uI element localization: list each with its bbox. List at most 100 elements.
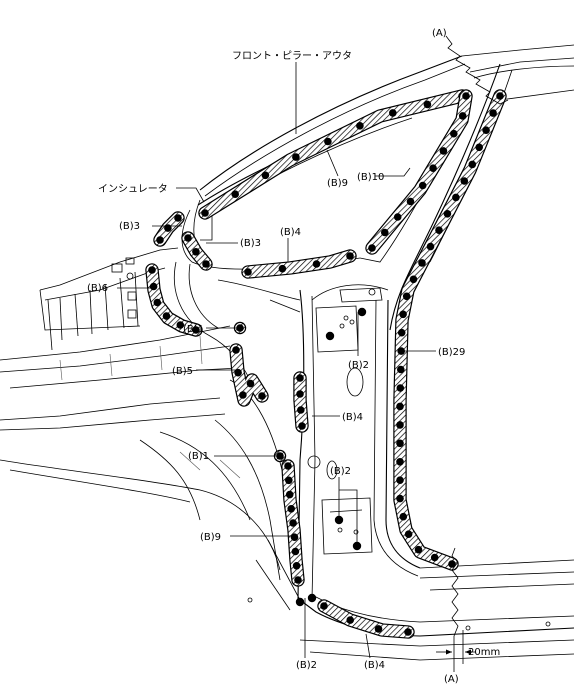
spot-weld (423, 100, 432, 109)
spot-weld (468, 160, 477, 169)
label-b9-lower: (B)9 (200, 532, 221, 543)
weld-bead-group (229, 343, 269, 407)
spot-weld (489, 109, 497, 117)
weld-bead-group (317, 599, 415, 639)
spot-weld (450, 129, 458, 138)
spot-weld (397, 328, 406, 337)
weld-bead-group (293, 371, 309, 433)
spot-weld (291, 547, 300, 556)
spot-weld (452, 193, 460, 202)
weld-bead-group (241, 249, 357, 279)
spot-weld (192, 326, 200, 334)
spot-weld (153, 298, 162, 307)
spot-weld (482, 126, 490, 134)
spot-weld (414, 545, 423, 554)
spot-weld (396, 494, 404, 503)
spot-weld (231, 190, 239, 198)
spot-weld (320, 602, 328, 610)
spot-weld (393, 213, 402, 221)
spot-weld (429, 164, 437, 172)
spot-weld (285, 490, 294, 499)
spot-weld (475, 143, 484, 152)
spot-weld (278, 264, 287, 273)
spot-weld (246, 379, 255, 388)
spot-weld (397, 365, 405, 374)
spot-weld (176, 321, 185, 329)
spot-weld (368, 244, 376, 252)
label-b1-lower: (B)1 (188, 451, 209, 462)
label-b10: (B)10 (357, 172, 384, 183)
spot-weld (374, 625, 383, 633)
spot-weld (156, 236, 164, 244)
weld-bead-group (145, 263, 203, 337)
weld-bead-group (325, 307, 367, 341)
label-section-a-bottom: (A) (444, 674, 459, 685)
weld-bead-group (393, 89, 507, 571)
spot-weld (458, 112, 467, 120)
spot-weld (399, 512, 408, 521)
spot-weld (296, 374, 304, 382)
weld-bead-hatch (318, 600, 414, 638)
weld-beads (145, 89, 507, 639)
spot-weld (404, 628, 412, 636)
weld-bead-group (365, 89, 473, 255)
label-b4-upper: (B)4 (280, 227, 301, 238)
spot-weld (232, 346, 240, 354)
spot-weld (418, 181, 427, 190)
spot-weld (406, 197, 415, 206)
spot-weld (307, 593, 317, 603)
label-insulator: インシュレータ (98, 183, 168, 195)
label-b2-middle: (B)2 (330, 466, 351, 477)
spot-weld (460, 177, 469, 185)
label-b4-middle: (B)4 (342, 412, 363, 423)
weld-bead-hatch (242, 250, 356, 278)
spot-weld (284, 462, 292, 470)
spot-weld (149, 282, 158, 291)
spot-weld (396, 476, 404, 485)
spot-weld (239, 391, 247, 399)
weld-bead-group (198, 89, 469, 220)
spot-weld (258, 392, 266, 400)
spot-weld (201, 209, 209, 217)
spot-weld (325, 331, 335, 341)
spot-weld (290, 533, 299, 541)
spot-weld (289, 519, 297, 527)
spot-weld (389, 109, 397, 117)
label-outer-panel: フロント・ピラー・アウタ (232, 50, 352, 62)
spot-weld (462, 92, 470, 100)
label-b9-upper: (B)9 (327, 178, 348, 189)
spot-weld (381, 228, 389, 237)
label-section-a-top: (A) (432, 28, 447, 39)
weld-bead-hatch (394, 90, 506, 570)
label-b3-inner: (B)3 (240, 238, 261, 249)
label-b3-left: (B)3 (119, 221, 140, 232)
spot-weld (184, 234, 192, 242)
label-b4-bottom: (B)4 (364, 660, 385, 671)
spot-weld (285, 476, 293, 485)
spot-weld (356, 122, 364, 130)
spot-weld (192, 248, 200, 256)
spot-weld (435, 226, 443, 234)
spot-weld (439, 147, 448, 155)
spot-weld (357, 307, 367, 317)
spot-weld (292, 562, 301, 570)
spot-weld (399, 310, 407, 319)
spot-weld (418, 259, 426, 267)
weld-bead-group (181, 231, 213, 271)
spot-weld (287, 505, 296, 513)
spot-weld (404, 530, 413, 538)
weld-bead-hatch (230, 344, 268, 406)
spot-weld (396, 439, 404, 448)
spot-weld (396, 402, 404, 411)
spot-weld (396, 384, 405, 392)
spot-weld (148, 266, 156, 274)
spot-weld (448, 560, 456, 568)
labels: フロント・ピラー・アウタ インシュレータ (A) (A) 20mm (B)9 (… (87, 28, 500, 685)
weld-bead-group (281, 459, 305, 587)
spot-weld (295, 597, 305, 607)
spot-weld (296, 390, 304, 398)
spot-weld (396, 458, 404, 466)
label-dimension: 20mm (468, 647, 500, 658)
section-break-lines (436, 35, 509, 672)
spot-weld (174, 214, 182, 222)
